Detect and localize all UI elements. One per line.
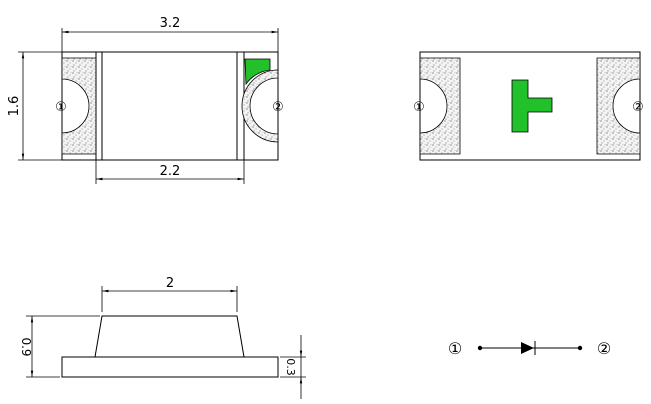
pin2-label: ② — [272, 100, 284, 115]
pad-right — [596, 57, 641, 155]
pad-left — [61, 57, 97, 155]
side-view: 2 0.9 0.3 — [19, 276, 306, 399]
polarity-marker — [244, 58, 271, 86]
pin1-label: ① — [448, 339, 462, 358]
body-outline — [61, 51, 279, 161]
base-height-dimension: 0.3 — [284, 358, 297, 376]
inner-width-dimension: 2.2 — [160, 164, 181, 179]
top-width-dimension: 2 — [166, 276, 174, 291]
height-dimension: 0.9 — [19, 337, 33, 356]
width-dimension: 3.2 — [160, 16, 181, 31]
height-dimension: 1.6 — [7, 96, 22, 117]
diode-symbol: ① ② — [448, 339, 611, 358]
pad-right — [241, 69, 279, 143]
top-view: ① ② 3.2 1.6 2.2 — [7, 16, 284, 184]
pad-left — [419, 57, 461, 155]
pin1-label: ① — [413, 100, 425, 115]
pin1-label: ① — [55, 100, 67, 115]
diode-triangle — [521, 342, 534, 354]
base-outline — [61, 356, 279, 378]
lens-outline — [94, 315, 245, 358]
pin2-label: ② — [597, 339, 611, 358]
pin2-label: ② — [632, 100, 644, 115]
body-outline — [419, 51, 641, 161]
bottom-view: ① ② — [413, 51, 644, 161]
polarity-t-marker — [511, 79, 553, 133]
